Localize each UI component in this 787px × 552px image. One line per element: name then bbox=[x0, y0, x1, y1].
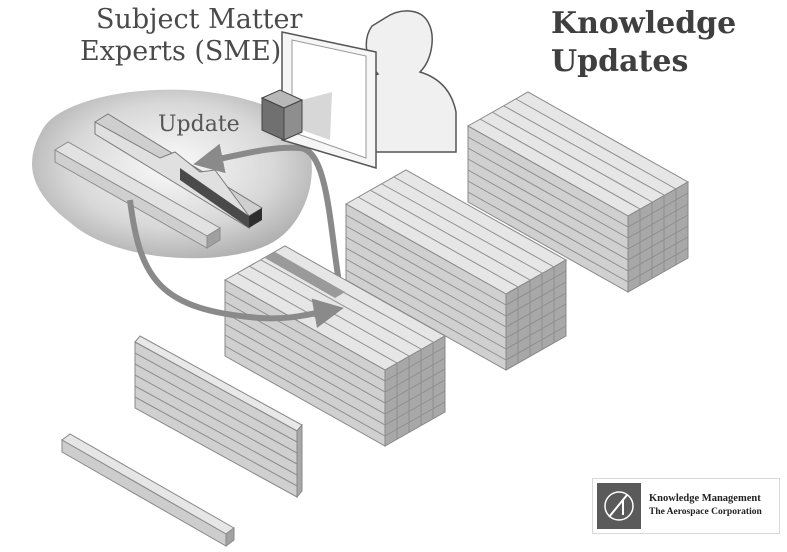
update-label: Update bbox=[158, 112, 240, 137]
bubble-bar-light bbox=[54, 141, 221, 249]
block-wall-small bbox=[134, 335, 303, 499]
bubble-bar-dark bbox=[94, 113, 263, 229]
aerospace-logo: Knowledge Management The Aerospace Corpo… bbox=[592, 478, 780, 534]
return-arrow bbox=[127, 199, 344, 328]
update-arrow bbox=[193, 143, 345, 301]
sme-screen bbox=[281, 31, 377, 170]
aerospace-logo-icon bbox=[597, 483, 641, 529]
title-line2: Updates bbox=[551, 44, 689, 79]
block-stack-upper bbox=[344, 169, 568, 371]
block-single-bar bbox=[61, 433, 235, 547]
projector-cube bbox=[260, 89, 304, 141]
block-stack-top bbox=[466, 91, 690, 293]
sme-label-line2: Experts (SME) bbox=[80, 36, 282, 67]
sme-label-line1: Subject Matter bbox=[96, 4, 303, 35]
logo-text-line1: Knowledge Management bbox=[649, 493, 761, 504]
logo-text-line2: The Aerospace Corporation bbox=[649, 507, 762, 517]
title-line1: Knowledge bbox=[551, 6, 737, 41]
